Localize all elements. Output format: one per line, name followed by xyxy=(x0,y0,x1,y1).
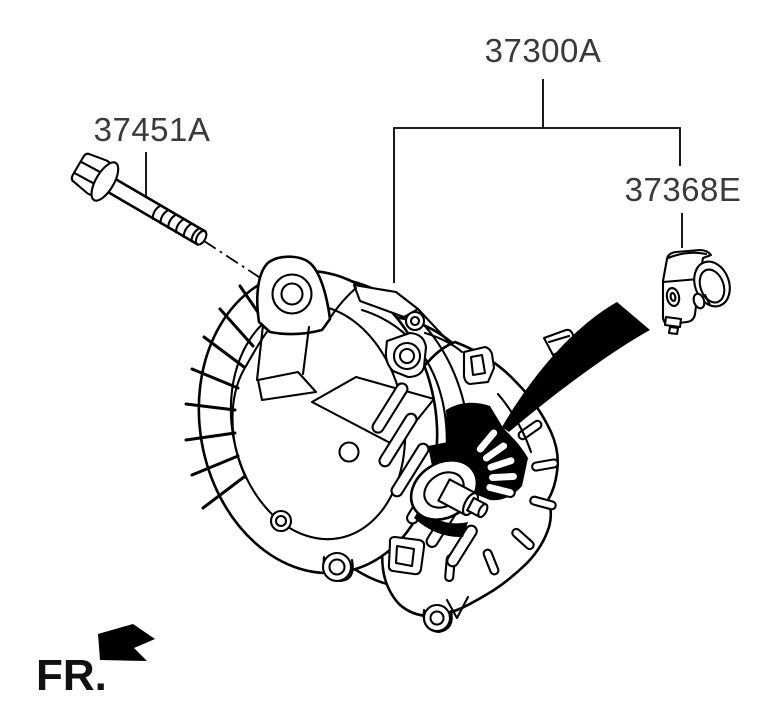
mount-bolt-drawing xyxy=(70,152,208,246)
rotor-shaft xyxy=(409,459,489,521)
front-direction-indicator: FR. xyxy=(36,624,155,700)
terminal-fins xyxy=(474,427,520,499)
front-direction-arrow-icon xyxy=(98,624,155,661)
part-label-mount-bolt[interactable]: 37451A xyxy=(94,111,211,148)
leader-line-alternator-assembly xyxy=(393,79,681,283)
alternator-drawing xyxy=(184,255,577,634)
wiring-clamp-drawing xyxy=(661,248,731,336)
part-label-alternator-assembly[interactable]: 37300A xyxy=(485,32,602,69)
bolt-centerline xyxy=(203,240,263,280)
pointer-wedge xyxy=(502,302,650,432)
part-label-wiring-clamp[interactable]: 37368E xyxy=(625,171,742,208)
mounting-ear-top xyxy=(255,255,332,382)
cooling-ribs xyxy=(184,284,270,510)
front-direction-label: FR. xyxy=(36,651,107,700)
